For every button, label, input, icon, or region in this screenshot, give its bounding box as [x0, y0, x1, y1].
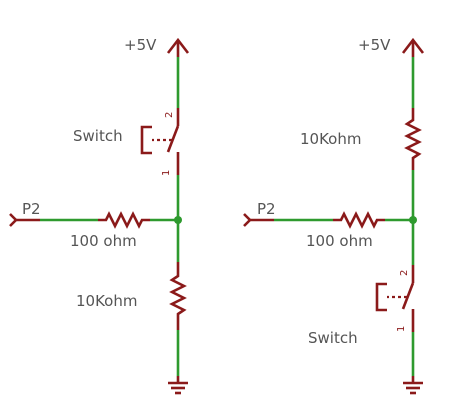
switch-pin-top: 2: [164, 112, 175, 118]
switch-pin-bottom: 1: [396, 326, 407, 332]
right-circuit: +5V 10Kohm P2 100 ohm 2 1: [243, 36, 425, 395]
pulldown-resistor-icon: [169, 262, 187, 330]
series-resistor-label: 100 ohm: [70, 232, 137, 250]
port-label: P2: [22, 200, 41, 218]
switch-pin-top: 2: [399, 270, 410, 276]
pulldown-resistor-label: 10Kohm: [76, 292, 137, 310]
switch-label: Switch: [73, 127, 123, 145]
ground-icon: [403, 376, 423, 395]
port-arrow-icon: [9, 213, 18, 227]
supply-label: +5V: [358, 36, 391, 54]
pullup-resistor-icon: [404, 108, 422, 170]
switch-pin-bottom: 1: [161, 170, 172, 176]
port-arrow-icon: [243, 213, 252, 227]
port-label: P2: [257, 200, 276, 218]
pushbutton-switch-icon: [375, 265, 415, 332]
switch-label: Switch: [308, 329, 358, 347]
ground-icon: [168, 376, 188, 395]
supply-label: +5V: [124, 36, 157, 54]
series-resistor-icon: [98, 211, 150, 229]
pullup-resistor-label: 10Kohm: [300, 130, 361, 148]
left-circuit: +5V 2 1 Switch P2 100 ohm: [9, 36, 190, 395]
series-resistor-label: 100 ohm: [306, 232, 373, 250]
series-resistor-icon: [333, 211, 385, 229]
pushbutton-switch-icon: [140, 108, 180, 175]
